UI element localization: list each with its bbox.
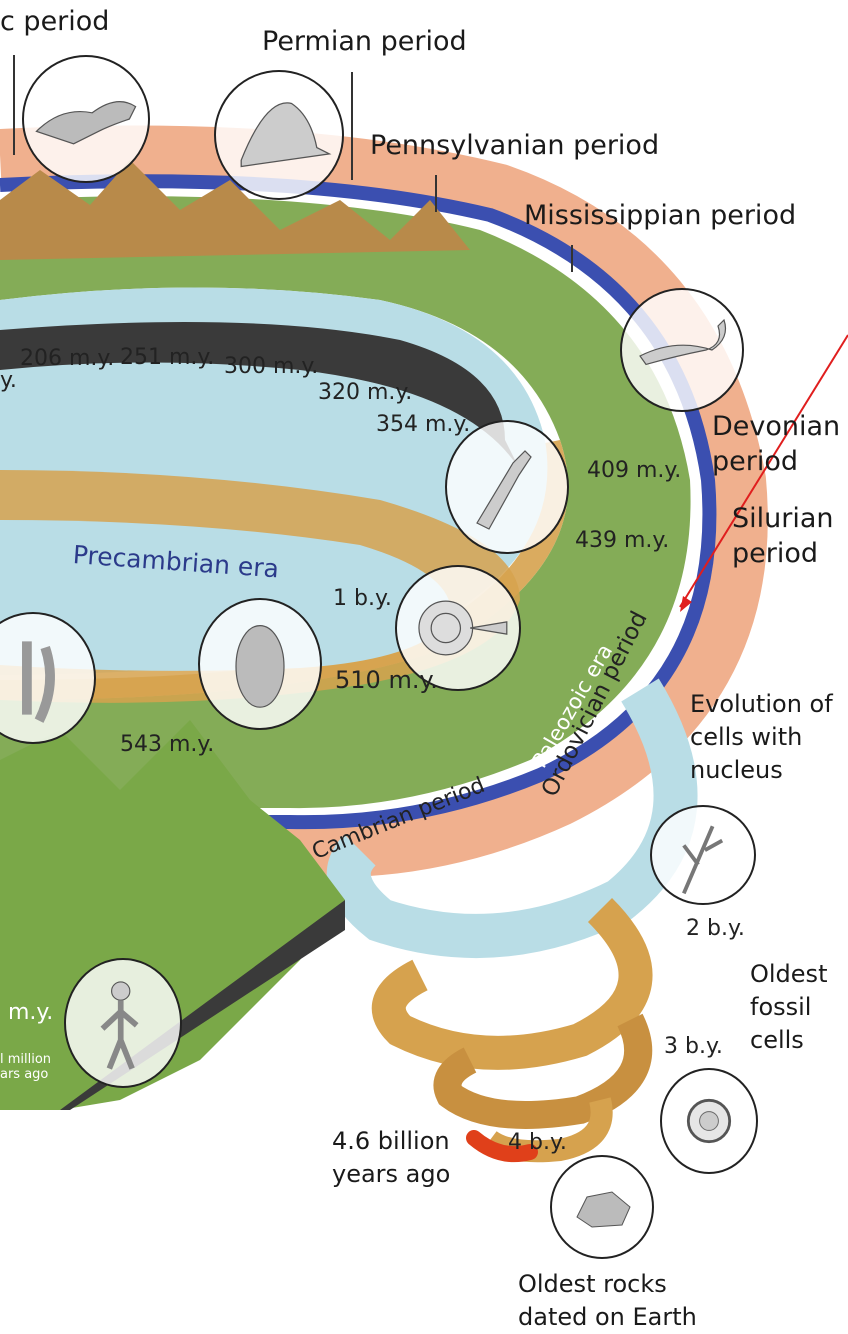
oldest-fossil-label: Oldest fossil cells <box>750 958 827 1057</box>
human-icon <box>64 958 182 1088</box>
trilobite-fossil-icon <box>198 598 322 730</box>
age-label: 300 m.y. <box>224 354 318 380</box>
age-label: 439 m.y. <box>575 528 669 554</box>
reptile-fossil-icon <box>22 55 150 183</box>
plant-cell-icon <box>650 805 756 905</box>
rock-icon <box>550 1155 654 1259</box>
age-label: 409 m.y. <box>587 458 681 484</box>
dimetrodon-fossil-icon <box>214 70 344 200</box>
pennsylvanian-period-label: Pennsylvanian period <box>370 130 659 162</box>
age-label: m.y. <box>8 1000 53 1026</box>
silurian-period-label: Silurian period <box>732 502 834 571</box>
permian-period-label: Permian period <box>262 26 467 58</box>
worm-fossil-icon <box>0 612 96 744</box>
start-label: 4.6 billion years ago <box>332 1125 450 1191</box>
oldest-rocks-label: Oldest rocks dated on Earth <box>518 1268 697 1334</box>
age-label: 510 m.y. <box>335 666 438 694</box>
age-label: 3 b.y. <box>664 1034 723 1060</box>
age-label: 1 b.y. <box>333 586 392 612</box>
age-label: 543 m.y. <box>120 732 214 758</box>
age-label: 354 m.y. <box>376 412 470 438</box>
single-cell-icon <box>660 1068 758 1174</box>
devonian-period-label: Devonian period <box>712 410 840 479</box>
evolution-cells-label: Evolution of cells with nucleus <box>690 688 833 787</box>
mississippian-period-label: Mississippian period <box>524 200 796 232</box>
million-years-label: l million ars ago <box>0 1052 51 1083</box>
scorpion-fossil-icon <box>620 288 744 412</box>
age-label: 320 m.y. <box>318 380 412 406</box>
age-label: 4 b.y. <box>508 1130 567 1156</box>
sea-scorpion-fossil-icon <box>445 420 569 554</box>
age-label: y. <box>0 368 17 394</box>
age-label: 2 b.y. <box>686 916 745 942</box>
age-label: 251 m.y. <box>120 345 214 371</box>
jurassic-period-label: c period <box>0 6 109 38</box>
age-label: 206 m.y. <box>20 346 114 372</box>
